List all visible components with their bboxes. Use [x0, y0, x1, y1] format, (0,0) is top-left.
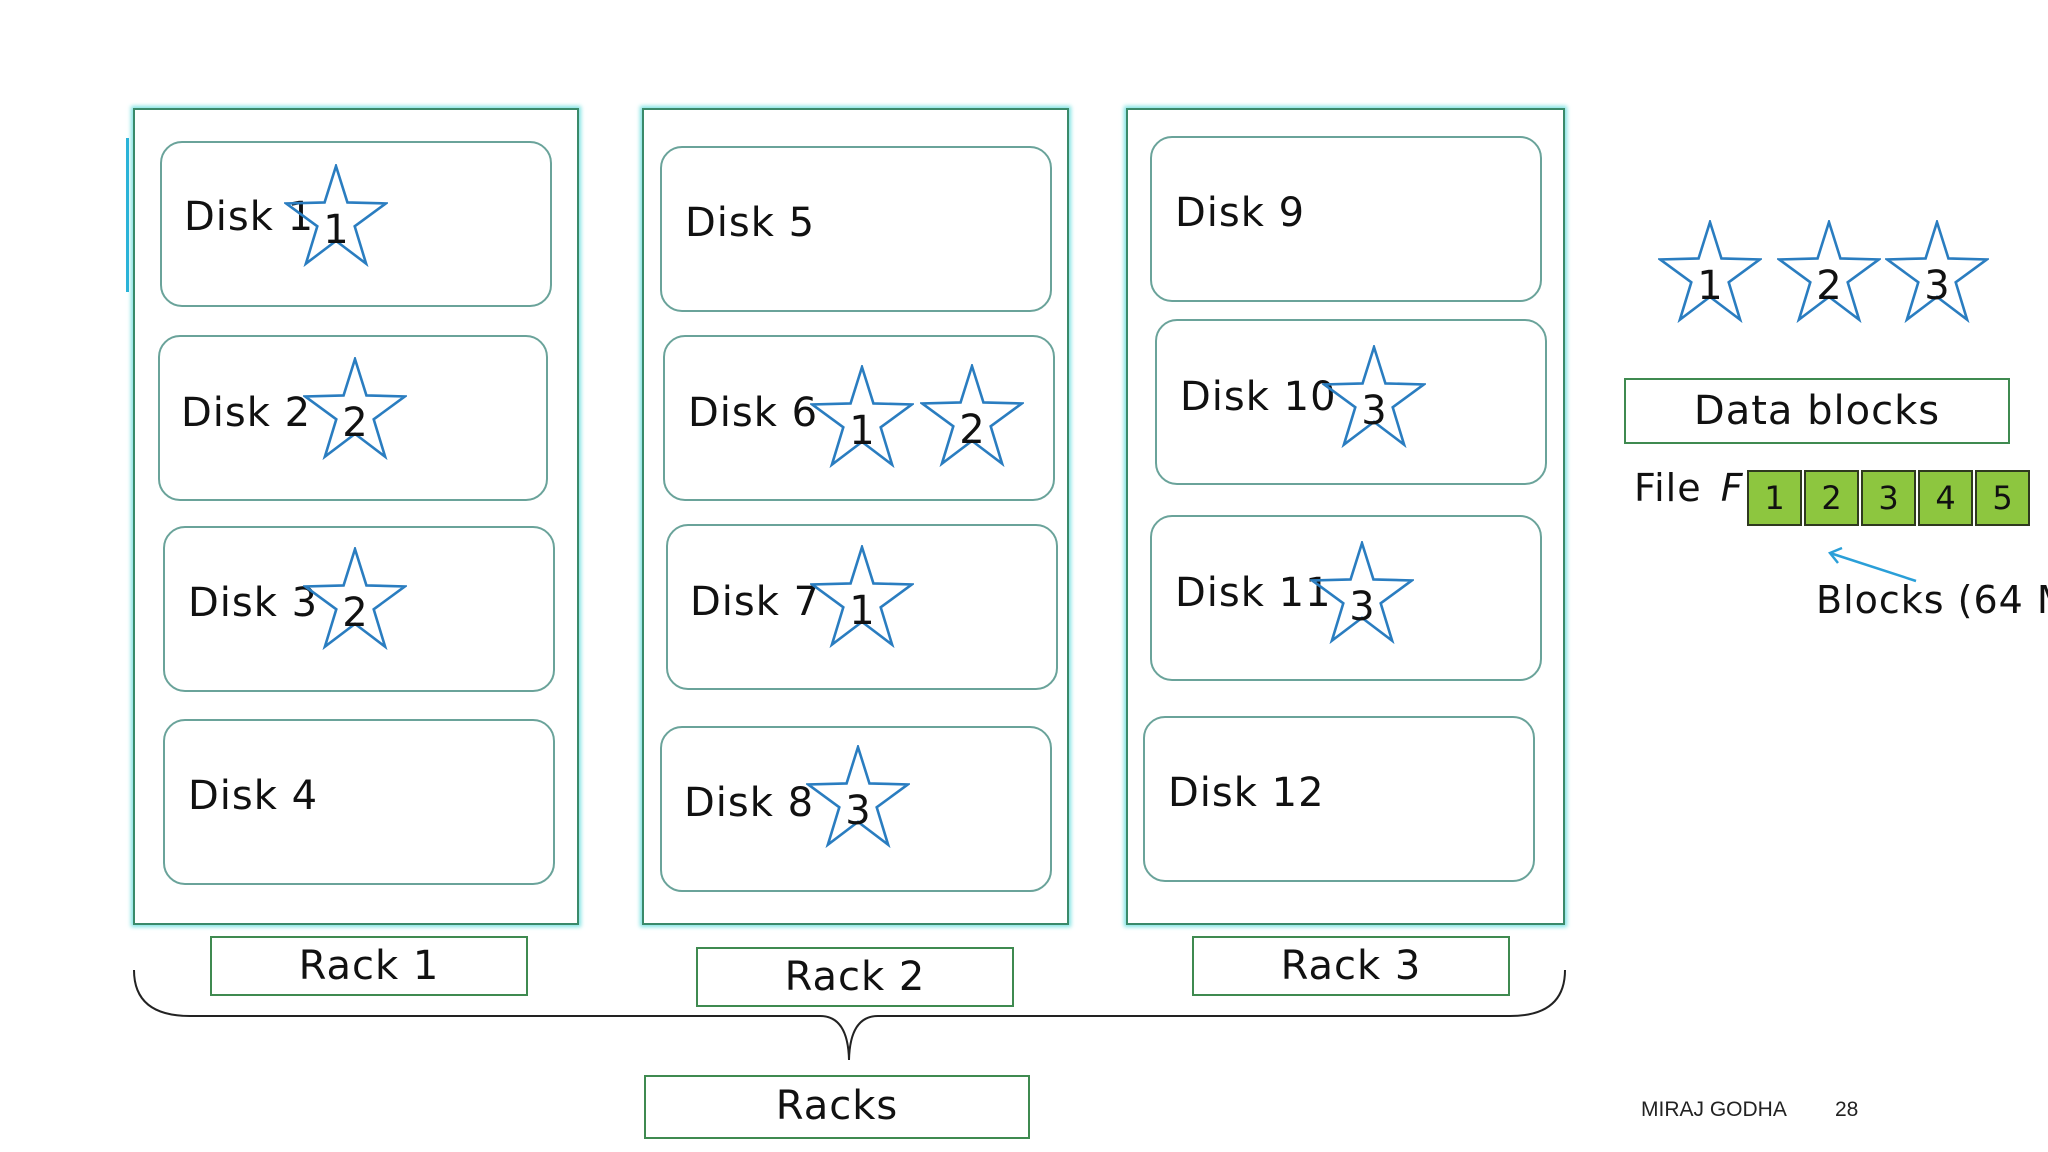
disk-9-label: Disk 9: [1175, 190, 1306, 236]
star-icon: [284, 164, 388, 268]
disk-4: [163, 719, 555, 885]
star-icon: [1322, 345, 1426, 449]
data-blocks-label: Data blocks: [1624, 378, 2010, 444]
disk-6-replica-star-1: 1: [810, 365, 914, 473]
file-block-2: 2: [1804, 470, 1859, 526]
page-number: 28: [1835, 1098, 1859, 1121]
star-icon: [810, 545, 914, 649]
disk-4-label: Disk 4: [188, 773, 319, 819]
rack-1-left-accent: [126, 138, 129, 292]
disk-6-label: Disk 6: [688, 390, 819, 436]
star-number: 2: [342, 590, 368, 636]
star-icon: [303, 357, 407, 461]
disk-7-label: Disk 7: [690, 579, 821, 625]
star-number: 1: [323, 207, 349, 253]
racks-label: Racks: [644, 1075, 1030, 1139]
star-number: 1: [849, 408, 875, 454]
star-number: 3: [1349, 584, 1375, 630]
disk-5-label: Disk 5: [685, 200, 816, 246]
legend-star-1: 1: [1658, 220, 1762, 328]
legend-star-3: 3: [1885, 220, 1989, 328]
disk-9: [1150, 136, 1542, 302]
disk-12: [1143, 716, 1535, 882]
file-word: File: [1634, 466, 1702, 510]
disk-11: [1150, 515, 1542, 681]
star-number: 3: [845, 788, 871, 834]
file-block-4: 4: [1918, 470, 1973, 526]
blocks-note: Blocks (64 M: [1816, 578, 2048, 622]
disk-3-label: Disk 3: [188, 580, 319, 626]
disk-8-label: Disk 8: [684, 780, 815, 826]
star-number: 3: [1924, 263, 1950, 309]
disk-1-label: Disk 1: [184, 194, 315, 240]
star-number: 1: [1697, 263, 1723, 309]
disk-7-replica-star: 1: [810, 545, 914, 653]
rack-1-label: Rack 1: [210, 936, 528, 996]
star-icon: [1658, 220, 1762, 324]
star-icon: [1777, 220, 1881, 324]
rack-3-label: Rack 3: [1192, 936, 1510, 996]
disk-10: [1155, 319, 1547, 485]
disk-11-label: Disk 11: [1175, 570, 1332, 616]
star-icon: [1310, 541, 1414, 645]
disk-5: [660, 146, 1052, 312]
disk-3: [163, 526, 555, 692]
star-number: 2: [1816, 263, 1842, 309]
rack-2-label: Rack 2: [696, 947, 1014, 1007]
disk-8-replica-star: 3: [806, 745, 910, 853]
disk-10-label: Disk 10: [1180, 374, 1337, 420]
disk-6-replica-star-2: 2: [920, 364, 1024, 472]
blocks-arrow-icon: [1827, 546, 1917, 583]
legend-star-2: 2: [1777, 220, 1881, 328]
disk-1-replica-star: 1: [284, 164, 388, 272]
footer-author: MIRAJ GODHA: [1641, 1098, 1787, 1121]
star-number: 2: [342, 400, 368, 446]
disk-10-replica-star: 3: [1322, 345, 1426, 453]
disk-3-replica-star: 2: [303, 547, 407, 655]
disk-2-label: Disk 2: [181, 390, 312, 436]
star-icon: [1885, 220, 1989, 324]
star-number: 1: [849, 588, 875, 634]
disk-12-label: Disk 12: [1168, 770, 1325, 816]
file-block-1: 1: [1747, 470, 1802, 526]
file-name: F: [1720, 466, 1744, 510]
star-icon: [303, 547, 407, 651]
star-number: 2: [959, 407, 985, 453]
disk-6: [663, 335, 1055, 501]
star-number: 3: [1361, 388, 1387, 434]
star-icon: [920, 364, 1024, 468]
disk-2-replica-star: 2: [303, 357, 407, 465]
star-icon: [810, 365, 914, 469]
file-block-5: 5: [1975, 470, 2030, 526]
file-block-3: 3: [1861, 470, 1916, 526]
disk-7: [666, 524, 1058, 690]
disk-11-replica-star: 3: [1310, 541, 1414, 649]
star-icon: [806, 745, 910, 849]
file-label: File F: [1634, 466, 1744, 510]
